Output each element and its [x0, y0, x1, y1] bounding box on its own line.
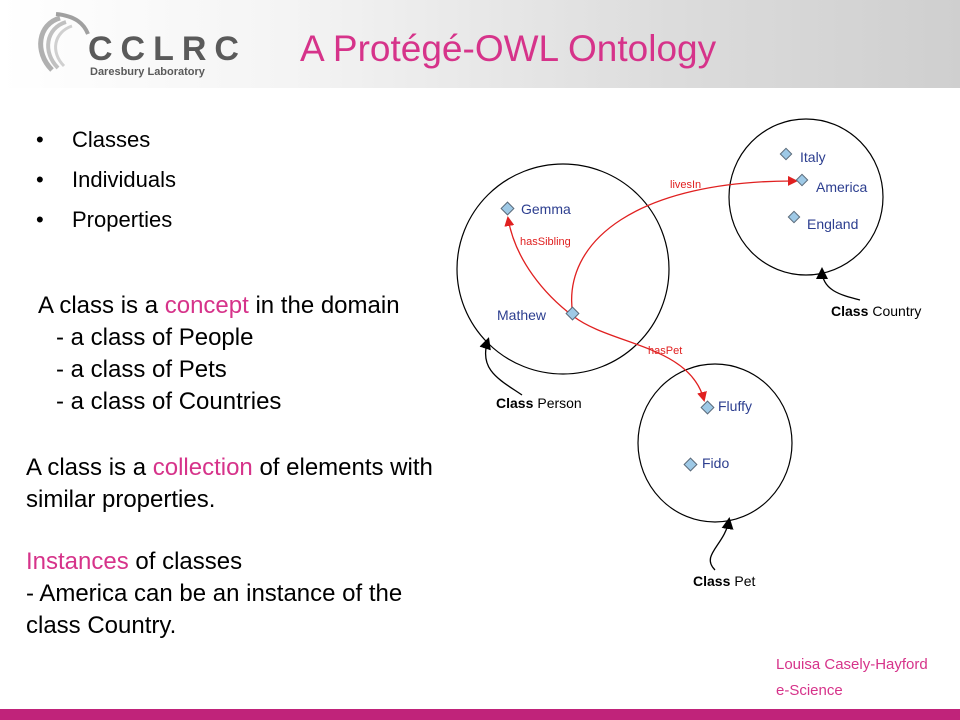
- collection-tail: of elements with: [252, 454, 433, 481]
- cclrc-logo: CCLRC Daresbury Laboratory: [30, 10, 239, 82]
- class-person-circle: [456, 163, 670, 375]
- footer-author: Louisa Casely-Hayford: [776, 656, 928, 673]
- class-pet-circle: [637, 363, 793, 523]
- footer-subtitle: e-Science: [776, 682, 843, 699]
- england-diamond-icon: [787, 210, 801, 224]
- bullet-label: Classes: [72, 127, 151, 152]
- mathew-diamond-icon: [565, 306, 580, 321]
- bullet-label: Properties: [72, 207, 173, 232]
- pet-pointer-arrow: [709, 517, 734, 571]
- concept-intro-text: A class is a: [38, 292, 165, 319]
- instances-tail: of classes: [128, 548, 243, 575]
- instances-line-2: - America can be an instance of the: [26, 580, 403, 607]
- concept-intro-tail: in the domain: [248, 292, 400, 319]
- bullet-item: • Classes: [36, 120, 176, 160]
- collection-line: A class is a collection of elements with: [26, 452, 433, 484]
- lives-in-label: livesIn: [670, 179, 701, 191]
- concept-item: - a class of Countries: [56, 388, 282, 415]
- class-person-keyword: Class: [496, 395, 534, 411]
- swirl-icon: [38, 12, 90, 72]
- bullet-dot: •: [36, 207, 44, 232]
- bullet-dot: •: [36, 167, 44, 192]
- gemma-diamond-icon: [500, 201, 515, 216]
- bullet-item: • Individuals: [36, 160, 176, 200]
- bullet-label: Individuals: [72, 167, 176, 192]
- class-country-circle: [728, 118, 884, 276]
- england-label: England: [807, 216, 858, 232]
- collection-highlight: collection: [152, 454, 253, 481]
- logo-name: CCLRC: [88, 30, 247, 68]
- fluffy-diamond-icon: [700, 400, 715, 415]
- class-country-keyword: Class: [831, 303, 869, 319]
- fido-diamond-icon: [683, 457, 698, 472]
- logo-subtitle: Daresbury Laboratory: [90, 66, 205, 78]
- country-pointer-arrow: [816, 267, 861, 301]
- has-sibling-arrow: [504, 216, 574, 317]
- concept-item: - a class of Pets: [56, 356, 227, 383]
- collection-text: A class is a: [26, 454, 153, 481]
- person-pointer-arrow: [479, 337, 523, 396]
- concept-highlight: concept: [164, 292, 249, 319]
- concept-intro: A class is a concept in the domain: [38, 290, 400, 322]
- instances-highlight: Instances: [26, 548, 129, 575]
- lives-in-arrow: [571, 175, 798, 317]
- gemma-label: Gemma: [521, 201, 571, 217]
- class-country-name: Country: [872, 303, 921, 319]
- footer-bar: [0, 709, 960, 720]
- bullet-list: • Classes • Individuals • Properties: [36, 120, 176, 240]
- class-pet-keyword: Class: [693, 573, 731, 589]
- mathew-label: Mathew: [497, 307, 547, 323]
- america-diamond-icon: [795, 173, 809, 187]
- class-pet-name: Pet: [734, 573, 755, 589]
- fido-label: Fido: [702, 455, 729, 471]
- fluffy-label: Fluffy: [718, 398, 752, 414]
- has-sibling-label: hasSibling: [520, 236, 571, 248]
- header-band: [0, 0, 960, 88]
- class-person-name: Person: [537, 395, 581, 411]
- america-label: America: [816, 179, 868, 195]
- bullet-item: • Properties: [36, 200, 176, 240]
- page-title: A Protégé-OWL Ontology: [300, 28, 717, 69]
- collection-line-2: similar properties.: [26, 486, 216, 513]
- italy-diamond-icon: [779, 147, 793, 161]
- has-pet-label: hasPet: [648, 345, 682, 357]
- instances-line-3: class Country.: [26, 612, 177, 639]
- instances-line: Instances of classes: [26, 546, 242, 578]
- concept-item: - a class of People: [56, 324, 254, 351]
- bullet-dot: •: [36, 127, 44, 152]
- has-pet-arrow: [572, 315, 707, 402]
- italy-label: Italy: [800, 149, 826, 165]
